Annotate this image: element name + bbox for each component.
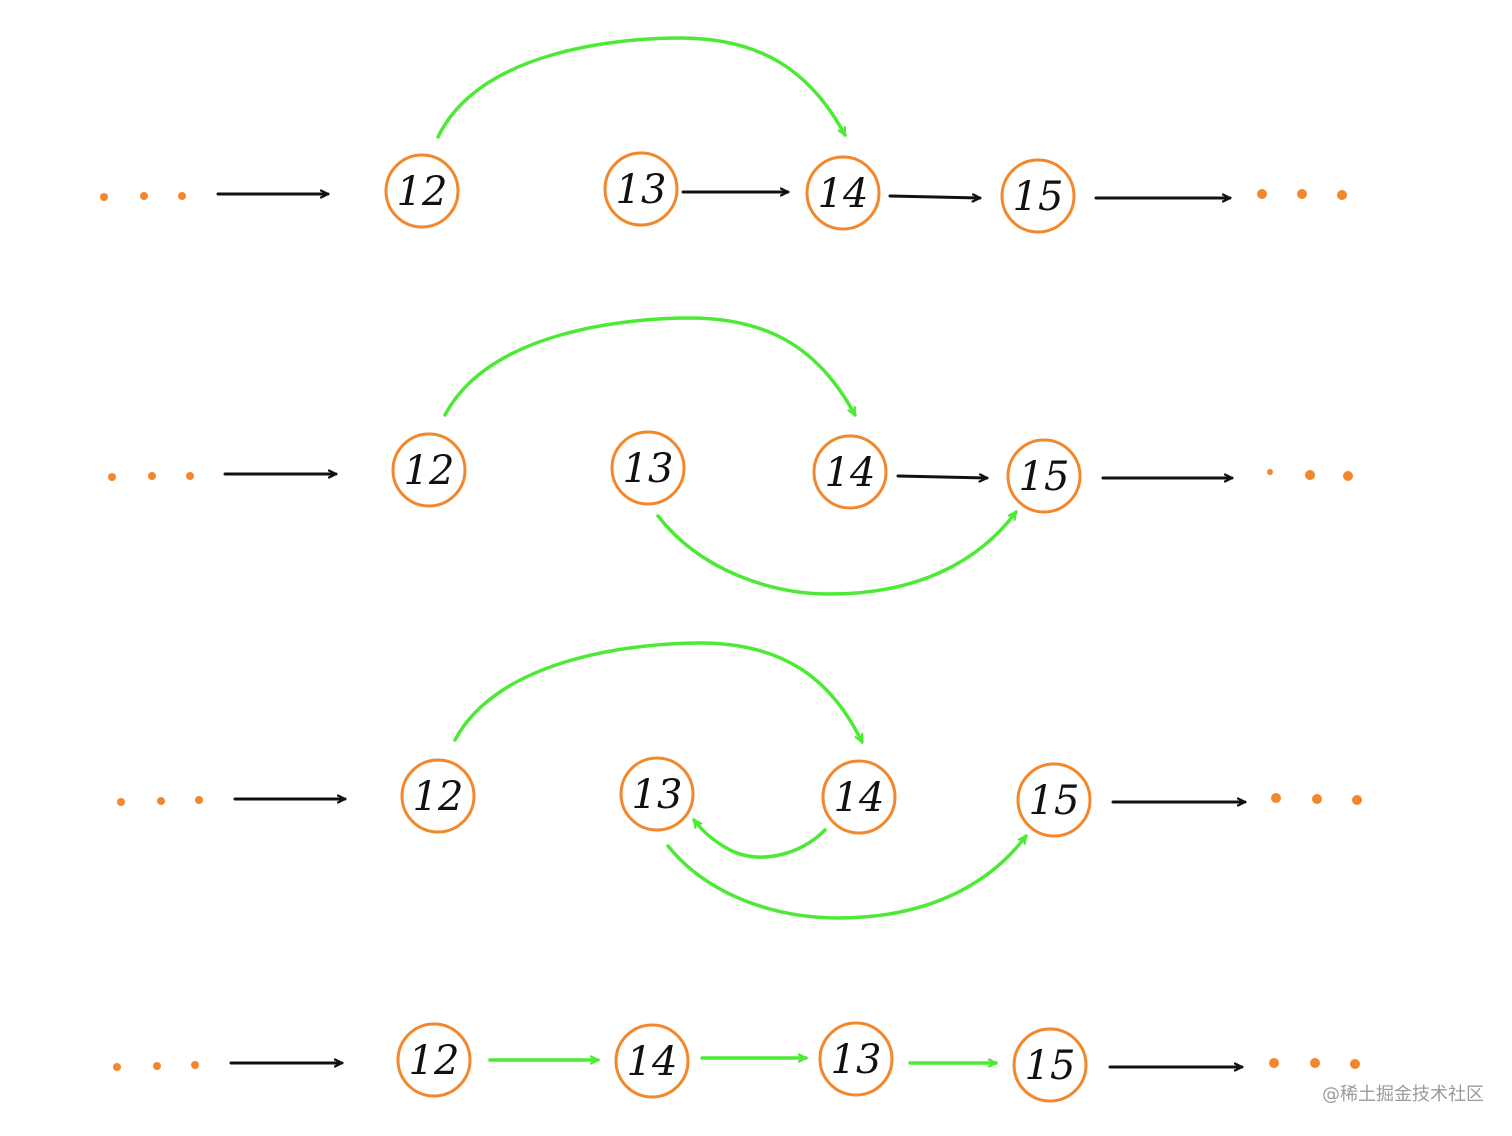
node-label: 15 — [1025, 1043, 1076, 1089]
node-label: 14 — [627, 1039, 678, 1085]
node-15: 15 — [1000, 158, 1076, 234]
link-arrow — [896, 476, 989, 478]
node-label: 12 — [404, 448, 455, 494]
ellipsis-right — [1257, 189, 1347, 200]
ellipsis-left — [108, 472, 194, 481]
node-label: 12 — [397, 169, 448, 215]
node-14: 14 — [821, 759, 897, 835]
watermark: @稀土掘金技术社区 — [1322, 1084, 1484, 1105]
node-label: 13 — [632, 772, 683, 818]
node-14: 14 — [614, 1023, 690, 1099]
reorder-arrow — [666, 834, 1028, 920]
reorder-arrow — [692, 818, 827, 859]
row-3: 12 13 14 15 — [117, 641, 1362, 920]
node-15: 15 — [1006, 438, 1082, 514]
row-4: 12 14 13 15 — [113, 1021, 1360, 1103]
node-label: 12 — [409, 1038, 460, 1084]
ellipsis-right — [1267, 469, 1353, 481]
reorder-arrow — [453, 641, 864, 744]
node-label: 15 — [1019, 454, 1070, 500]
node-label: 15 — [1029, 778, 1080, 824]
node-label: 12 — [413, 774, 464, 820]
node-13: 13 — [610, 430, 686, 506]
node-label: 14 — [825, 450, 876, 496]
node-13: 13 — [818, 1021, 894, 1097]
node-14: 14 — [812, 434, 888, 510]
ellipsis-right — [1271, 793, 1362, 805]
node-13: 13 — [603, 151, 679, 227]
node-15: 15 — [1012, 1027, 1088, 1103]
row-2: 12 13 14 15 — [108, 316, 1353, 596]
node-label: 14 — [834, 775, 885, 821]
node-label: 13 — [616, 167, 667, 213]
node-13: 13 — [619, 756, 695, 832]
node-12: 12 — [391, 432, 467, 508]
link-arrow — [888, 196, 982, 198]
reorder-arrow — [436, 36, 847, 139]
row-1: 12 13 14 15 — [100, 36, 1347, 234]
ellipsis-left — [117, 796, 203, 806]
node-label: 13 — [831, 1037, 882, 1083]
node-label: 13 — [623, 446, 674, 492]
node-label: 15 — [1013, 174, 1064, 220]
node-12: 12 — [400, 758, 476, 834]
ellipsis-left — [100, 192, 186, 201]
node-12: 12 — [396, 1022, 472, 1098]
node-14: 14 — [805, 155, 881, 231]
node-label: 14 — [818, 171, 869, 217]
ellipsis-right — [1269, 1058, 1360, 1069]
node-15: 15 — [1016, 762, 1092, 838]
node-12: 12 — [384, 153, 460, 229]
ellipsis-left — [113, 1061, 199, 1071]
reorder-arrow — [443, 316, 857, 417]
reorder-arrow — [656, 510, 1018, 596]
